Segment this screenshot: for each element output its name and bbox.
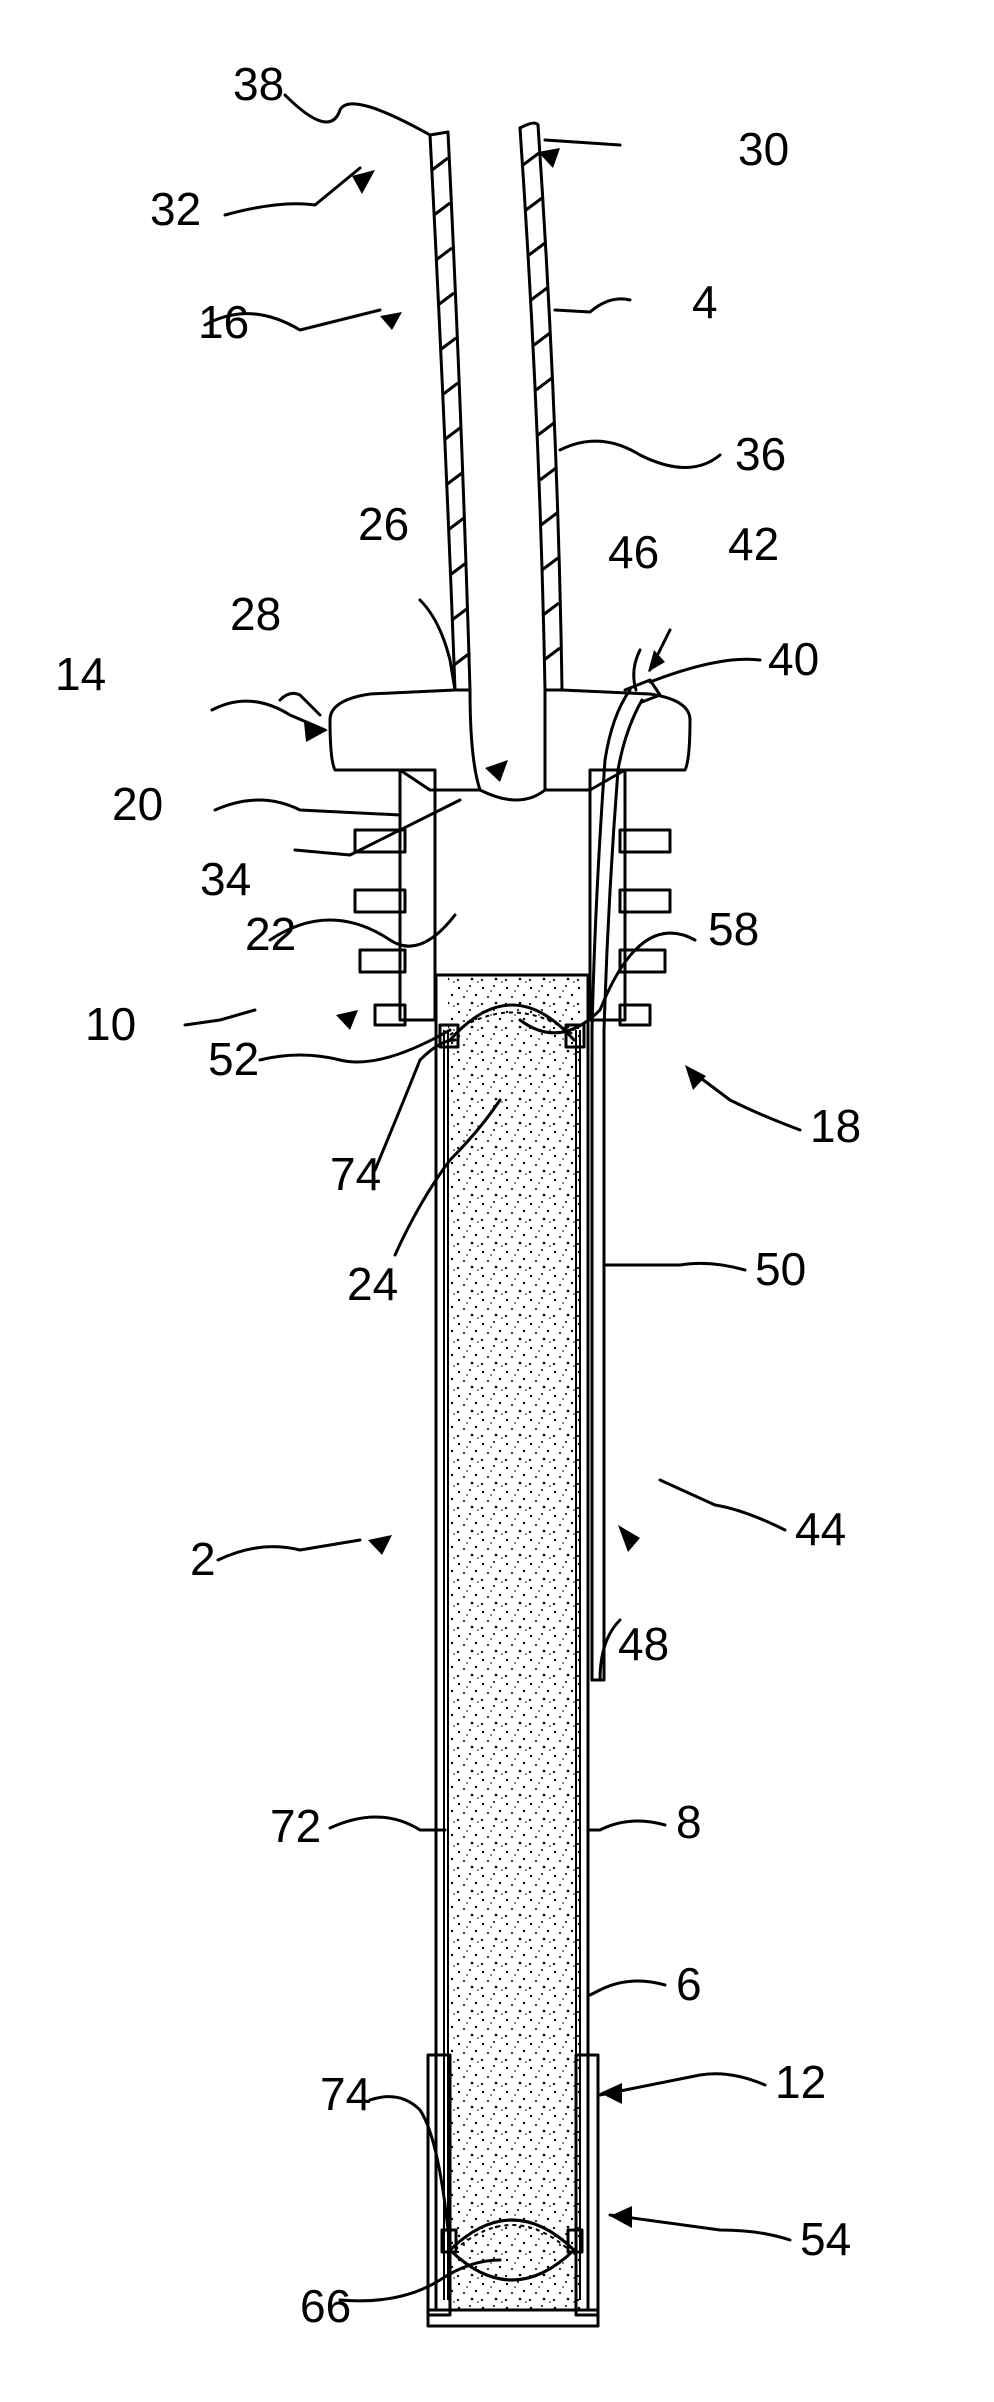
label-36: 36 <box>735 428 786 480</box>
cartridge-body <box>436 975 588 2310</box>
label-18: 18 <box>810 1100 861 1152</box>
thread-ribs-left <box>355 830 405 1025</box>
label-34: 34 <box>200 853 251 905</box>
arrow-2 <box>368 1535 392 1555</box>
label-72: 72 <box>270 1800 321 1852</box>
label-48: 48 <box>618 1618 669 1670</box>
label-26: 26 <box>358 498 409 550</box>
label-14: 14 <box>55 648 106 700</box>
label-30: 30 <box>738 123 789 175</box>
cap-flange <box>330 690 690 800</box>
label-44: 44 <box>795 1503 846 1555</box>
label-40: 40 <box>768 633 819 685</box>
label-24: 24 <box>347 1258 398 1310</box>
label-4: 4 <box>692 276 718 328</box>
arrow-42 <box>648 650 665 672</box>
arrow-54 <box>610 2206 632 2228</box>
arrow-44 <box>618 1525 640 1552</box>
label-66: 66 <box>300 2280 351 2332</box>
thread-ribs-right <box>620 830 670 1025</box>
label-10: 10 <box>85 998 136 1050</box>
label-6: 6 <box>676 1958 702 2010</box>
arrow-12 <box>600 2083 622 2104</box>
label-54: 54 <box>800 2213 851 2265</box>
label-28: 28 <box>230 588 281 640</box>
label-2: 2 <box>190 1533 216 1585</box>
label-74-top: 74 <box>330 1148 381 1200</box>
label-42: 42 <box>728 518 779 570</box>
label-50: 50 <box>755 1243 806 1295</box>
label-8: 8 <box>676 1796 702 1848</box>
label-12: 12 <box>775 2056 826 2108</box>
label-22: 22 <box>245 908 296 960</box>
label-74-bottom: 74 <box>320 2068 371 2120</box>
label-46: 46 <box>608 526 659 578</box>
label-20: 20 <box>112 778 163 830</box>
label-38: 38 <box>233 58 284 110</box>
label-52: 52 <box>208 1033 259 1085</box>
label-16: 16 <box>198 296 249 348</box>
arrow-16 <box>380 312 402 330</box>
label-32: 32 <box>150 183 201 235</box>
label-58: 58 <box>708 903 759 955</box>
arrow-34 <box>485 760 508 782</box>
arrow-10 <box>336 1010 358 1030</box>
arrow-18 <box>685 1065 706 1090</box>
flexible-tube <box>430 123 562 690</box>
